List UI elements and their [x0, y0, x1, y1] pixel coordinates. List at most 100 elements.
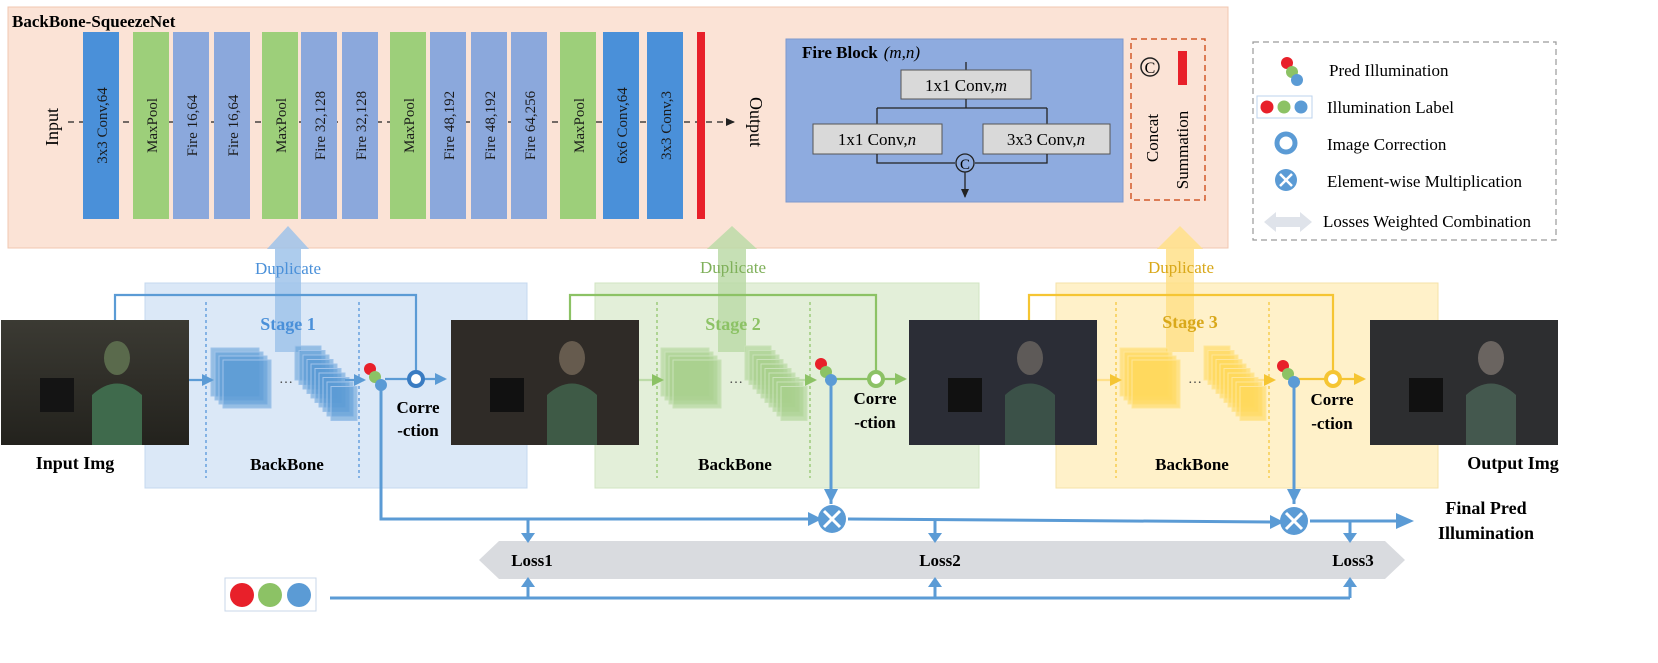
feature-stacks: … … … — [210, 345, 1267, 421]
final-pred-label-line1: Final Pred — [1445, 498, 1526, 518]
fire-expand-1x1-box — [812, 123, 943, 155]
stage2-correction-label-1: Corre — [853, 389, 897, 408]
backbone-output-label: Output — [746, 97, 766, 147]
layer-box-9 — [430, 32, 466, 219]
legend-label-pred-illumination: Pred Illumination — [1329, 61, 1449, 80]
layer-box-3 — [173, 32, 209, 219]
stage3-ellipsis: … — [1188, 372, 1202, 387]
stage3-title: Stage 3 — [1162, 312, 1218, 332]
intermediate-image-2 — [909, 320, 1097, 445]
legend-label-element-wise-multiplication: Element-wise Multiplication — [1327, 172, 1522, 191]
layer-box-8 — [390, 32, 426, 219]
legend-label-illumination-label: Illumination Label — [1327, 98, 1454, 117]
layer-label-10: Fire 48,192 — [483, 91, 499, 160]
stage3-feature-map-a-4 — [1131, 359, 1181, 409]
legend: Pred Illumination Illumination Label Ima… — [1252, 41, 1557, 241]
stage3-correction-icon — [1324, 370, 1342, 388]
layer-box-4 — [214, 32, 250, 219]
layer-box-11 — [511, 32, 547, 219]
losses-weighted-combination-icon — [1264, 212, 1312, 232]
flow-arrowheads — [521, 489, 1414, 587]
svg-text:C: C — [1145, 60, 1156, 77]
layer-box-10 — [471, 32, 507, 219]
stage2-correction-label-2: -ction — [854, 413, 896, 432]
stage1-pred-illumination-icon — [364, 363, 387, 391]
duplicate-arrows: Duplicate Duplicate Duplicate — [255, 226, 1214, 352]
layer-box-6 — [301, 32, 337, 219]
fire-squeeze-box — [900, 69, 1032, 100]
legend-label-image-correction: Image Correction — [1327, 135, 1447, 154]
layer-label-7: Fire 32,128 — [354, 91, 370, 160]
backbone-panel-title: BackBone-SqueezeNet — [12, 12, 176, 31]
stage1-duplicate-label: Duplicate — [255, 259, 321, 278]
stage1-backbone-label: BackBone — [250, 455, 324, 474]
final-pred-label-line2: Illumination — [1438, 523, 1534, 543]
fire-expand-3x3-box — [982, 123, 1111, 155]
stage3-pred-illumination-icon — [1277, 360, 1300, 388]
stage3-feature-map-b-10 — [1239, 386, 1267, 421]
stage2-duplicate-label: Duplicate — [700, 258, 766, 277]
stage1-ellipsis: … — [279, 372, 293, 387]
fire-block-title-group: Fire Block (m,n) — [802, 43, 920, 62]
backbone-layers: 3x3 Conv,64 MaxPool Fire 16,64 Fire 16,64 Ma… — [83, 32, 683, 219]
stage1-title: Stage 1 — [260, 314, 316, 334]
layer-label-4: Fire 16,64 — [226, 94, 242, 156]
stage1-correction-icon — [407, 370, 425, 388]
stage3-backbone-label: BackBone — [1155, 455, 1229, 474]
stage2-title: Stage 2 — [705, 314, 761, 334]
output-image — [1370, 320, 1558, 445]
layer-label-6: Fire 32,128 — [313, 91, 329, 160]
stage2-skip-line — [568, 293, 878, 370]
layer-label-1: 3x3 Conv,64 — [95, 87, 111, 164]
backbone-input-label: Input — [42, 108, 62, 146]
legend-label-losses-weighted-combination: Losses Weighted Combination — [1323, 212, 1531, 231]
pred-illumination-icon — [1281, 57, 1303, 86]
stage2-correction-icon — [867, 370, 885, 388]
layer-label-3: Fire 16,64 — [185, 94, 201, 156]
stage1-feature-map-a-4 — [222, 359, 272, 409]
loss3-label: Loss3 — [1332, 551, 1374, 570]
stage1-feature-map-b-10 — [330, 386, 358, 421]
loss1-label: Loss1 — [511, 551, 553, 570]
output-image-label: Output Img — [1467, 453, 1559, 473]
stage3-correction-label-2: -ction — [1311, 414, 1353, 433]
multiplication-node-2 — [1280, 507, 1308, 535]
loss2-label: Loss2 — [919, 551, 961, 570]
stage2-backbone-label: BackBone — [698, 455, 772, 474]
layer-box-12 — [560, 32, 596, 219]
layer-label-13: 6x6 Conv,64 — [615, 87, 631, 164]
layer-box-5 — [262, 32, 298, 219]
element-wise-multiplication-icon — [1275, 169, 1297, 191]
stage2-feature-map-b-10 — [780, 386, 808, 421]
svg-text:C: C — [960, 157, 970, 173]
layer-label-2: MaxPool — [145, 98, 161, 153]
fire-block: Fire Block(m,n) 1x1 Conv,m 1x1 Conv,n 3x… — [785, 38, 1124, 203]
intermediate-image-1 — [451, 320, 639, 445]
stage2-pred-illumination-icon — [815, 358, 837, 386]
fire-block-params: (m,n) — [884, 43, 921, 62]
fire-expand-1x1-label: 1x1 Conv,n — [838, 130, 916, 149]
layer-label-11: Fire 64,256 — [523, 90, 539, 160]
fire-block-title: Fire Block — [802, 43, 878, 62]
input-image — [1, 320, 189, 445]
stage3-duplicate-label: Duplicate — [1148, 258, 1214, 277]
layer-box-14 — [647, 32, 683, 219]
layer-label-9: Fire 48,192 — [442, 91, 458, 160]
layer-label-8: MaxPool — [402, 98, 418, 153]
fire-squeeze-label: 1x1 Conv,m — [925, 76, 1007, 95]
summation-icon — [1178, 51, 1187, 85]
stage-dividers — [205, 302, 1270, 478]
stage1-skip-line — [113, 293, 418, 370]
layer-label-5: MaxPool — [274, 98, 290, 153]
operator-key: C Concat Summation — [1130, 38, 1206, 201]
summation-label: Summation — [1173, 110, 1192, 189]
stage1-correction-label-1: Corre — [396, 398, 440, 417]
multiplication-node-1 — [818, 505, 846, 533]
illumination-flow-lines — [330, 381, 1405, 600]
layer-box-1 — [83, 32, 119, 219]
illumination-label-icon — [1256, 95, 1313, 119]
input-image-label: Input Img — [36, 453, 115, 473]
image-correction-icon — [1274, 131, 1298, 155]
stage2-ellipsis: … — [729, 372, 743, 387]
